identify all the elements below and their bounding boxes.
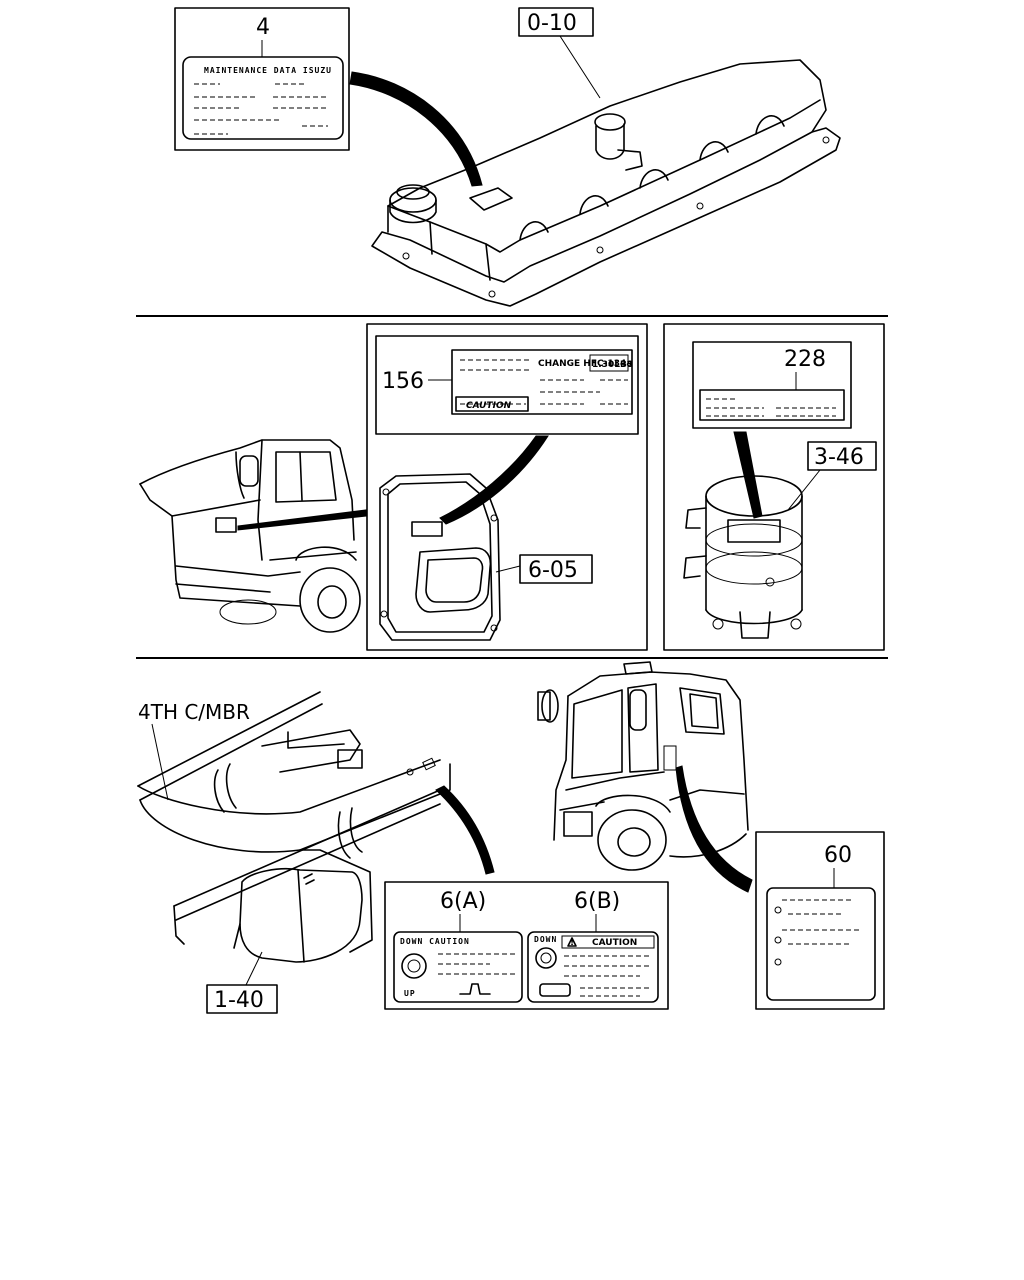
rocker-cover-drawing: [371, 59, 841, 307]
callout-60: 60: [824, 843, 852, 868]
callout-box-1-40: [206, 984, 278, 1014]
caution-decal: [451, 349, 633, 415]
change-qty-text: 1.30LBS: [592, 360, 633, 370]
callout-4: 4: [256, 15, 270, 40]
callout-228: 228: [784, 347, 826, 372]
callout-156: 156: [382, 369, 424, 394]
receiver-box: 228 3-46: [663, 323, 885, 651]
pointer-arrow-4: [349, 71, 483, 187]
callout-0-10: 0-10: [527, 11, 577, 36]
caution-badge-text: CAUTION: [466, 401, 512, 411]
pointer-truck: [237, 509, 367, 531]
callout-6-05: 6-05: [528, 558, 578, 583]
pointer-arrow-156: [439, 435, 549, 525]
truck-cab-drawing: [139, 439, 361, 633]
callout-box-0-10: [518, 7, 594, 37]
label-panel-4: 4 MAINTENANCE DATA ISUZU: [174, 7, 350, 151]
chassis-frame-drawing: [137, 691, 451, 963]
label-panel-60: 60: [755, 831, 885, 1010]
callout-3-46: 3-46: [814, 445, 864, 470]
callout-1-40: 1-40: [214, 988, 264, 1013]
down-b-text: DOWN: [534, 935, 557, 944]
truck-side-drawing: [537, 661, 749, 871]
maintenance-data-text: MAINTENANCE DATA ISUZU: [204, 66, 332, 75]
down-caution-text: DOWN CAUTION: [400, 937, 470, 946]
callout-4th-cmbr: 4TH C/MBR: [138, 700, 250, 724]
change-hfc-text: CHANGE HFC-134a: [538, 359, 632, 369]
warn-symbol: !: [570, 938, 574, 948]
up-text: UP: [404, 989, 416, 998]
callout-6b: 6(B): [574, 889, 620, 914]
caution-b-text: CAUTION: [592, 938, 637, 948]
callout-6a: 6(A): [440, 889, 486, 914]
door-panel-box: 156 CHANGE HFC-134a 1.30LBS CAUTION 6-05: [366, 323, 648, 651]
pointer-arrow-6: [435, 785, 495, 875]
pointer-arrow-60: [675, 765, 753, 893]
tilt-label-box: 6(A) 6(B) DOWN CAUTION UP ! CAUTION DOWN: [384, 881, 669, 1010]
pointer-arrow-228: [733, 431, 763, 519]
